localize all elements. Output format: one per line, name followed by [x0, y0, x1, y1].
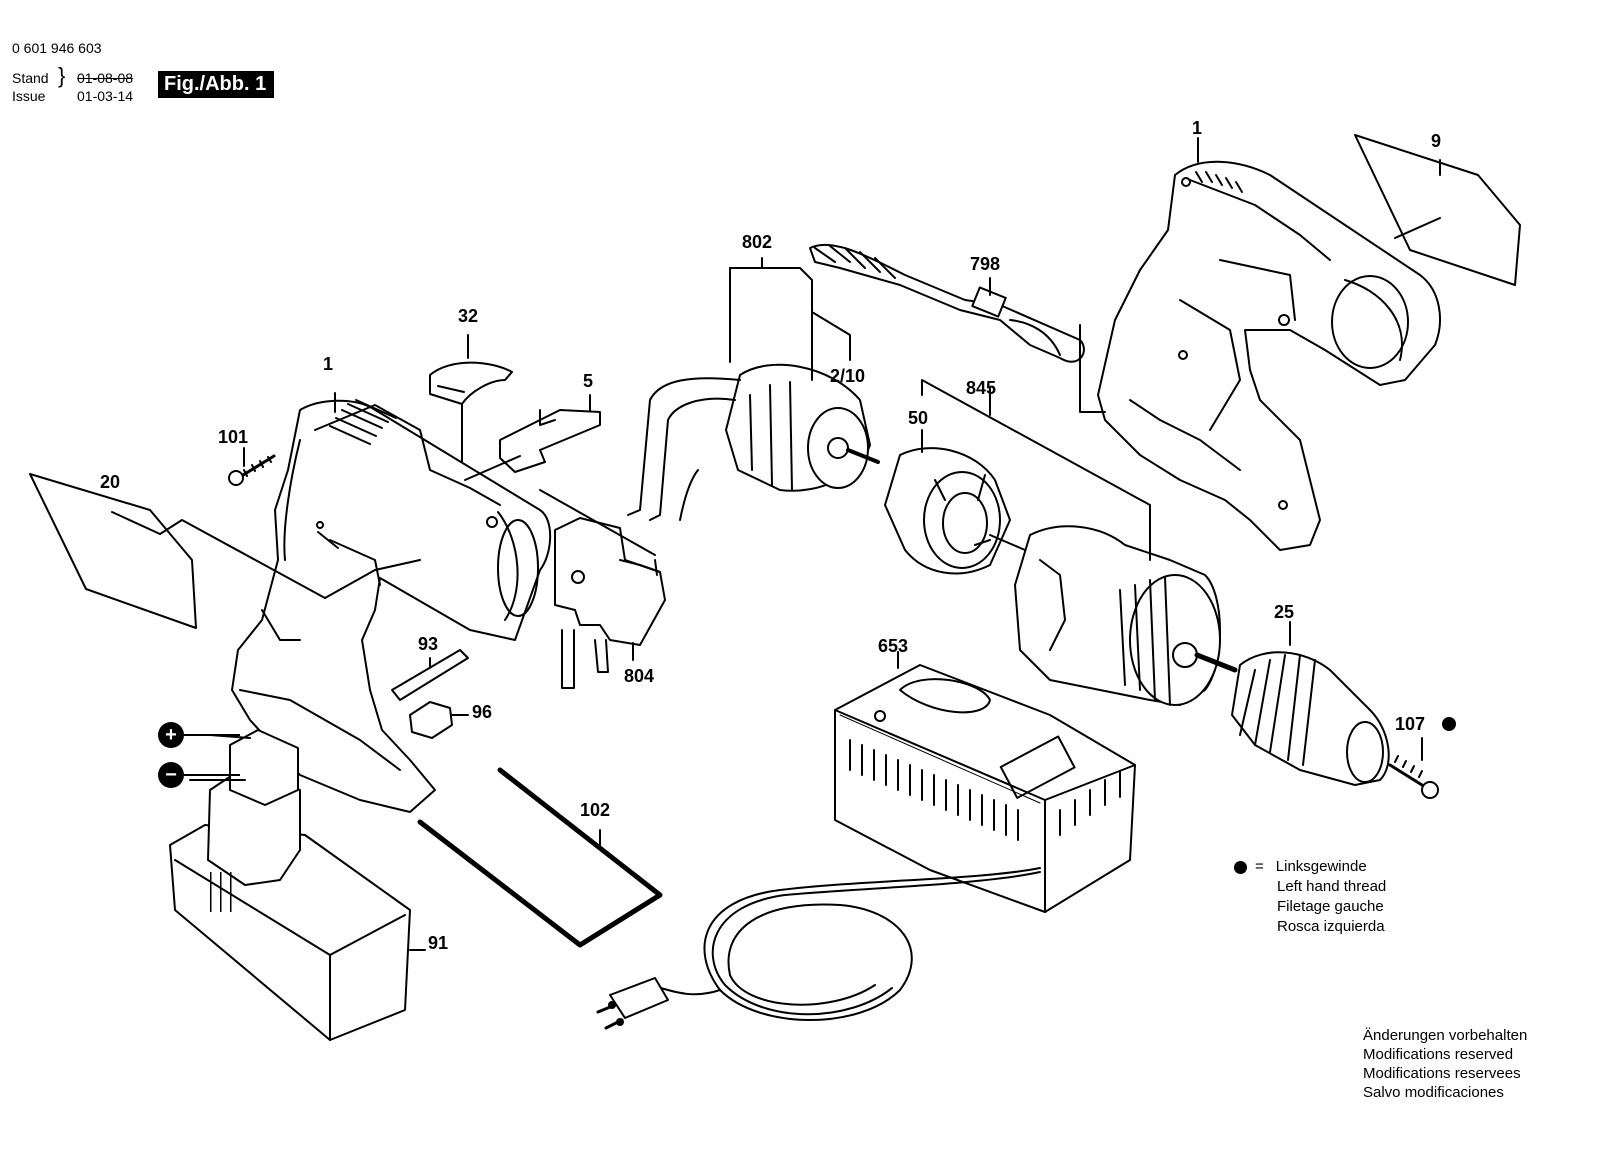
- callout-1-left: 1: [323, 354, 334, 374]
- callout-20: 20: [100, 472, 121, 492]
- button-32: [429, 334, 513, 463]
- issue-date: 01-03-14: [77, 88, 134, 104]
- legend-line-fr: Filetage gauche: [1277, 898, 1384, 915]
- legend: = Linksgewinde Left hand thread Filetage…: [1234, 857, 1386, 937]
- gearbox-845: [921, 379, 1238, 706]
- callout-93: 93: [418, 634, 439, 654]
- footer-line-es: Salvo modificaciones: [1363, 1084, 1504, 1101]
- legend-row-1: = Linksgewinde: [1234, 857, 1386, 877]
- callout-653: 653: [878, 636, 909, 656]
- bit-93: [391, 649, 469, 701]
- power-cord: [596, 867, 1041, 1030]
- label-plate-9: [1354, 134, 1521, 286]
- callout-804: 804: [624, 666, 655, 686]
- footer-line-fr: Modifications reservees: [1363, 1065, 1521, 1082]
- switch-slider-5: [464, 394, 601, 481]
- legend-equals: =: [1255, 858, 1264, 875]
- label-plate-20: [29, 473, 197, 629]
- battery-terminal-symbols: [158, 722, 240, 788]
- ring-gear-50: [884, 429, 1026, 575]
- callout-50: 50: [908, 408, 929, 428]
- battery-minus-symbol: −: [165, 764, 177, 786]
- battery-plus-symbol: +: [165, 724, 177, 746]
- switch-804: [539, 489, 666, 689]
- housing-left: [231, 392, 552, 813]
- callout-798: 798: [970, 254, 1001, 274]
- part-number: 0 601 946 603: [12, 40, 102, 56]
- callout-107: 107: [1395, 714, 1426, 734]
- chuck-25: [1231, 621, 1390, 786]
- footer-line-en: Modifications reserved: [1363, 1046, 1514, 1063]
- callout-25: 25: [1274, 602, 1295, 622]
- callout-102: 102: [580, 800, 611, 820]
- modification-notice: Änderungen vorbehalten Modifications res…: [1363, 1026, 1527, 1102]
- callout-32: 32: [458, 306, 479, 326]
- left-hand-thread-dot-icon: [1234, 860, 1247, 874]
- screw-107: [1388, 737, 1439, 799]
- callout-2-10: 2/10: [830, 366, 866, 386]
- bit-holder-96: [409, 701, 469, 739]
- belt-798: [809, 243, 1085, 363]
- callout-5: 5: [583, 371, 594, 391]
- callout-96: 96: [472, 702, 493, 722]
- battery-91: [169, 729, 426, 1041]
- legend-line-de: Linksgewinde: [1275, 858, 1367, 875]
- motor-802: [627, 257, 880, 521]
- callout-1-right: 1: [1192, 118, 1203, 138]
- charger-653: [834, 651, 1136, 913]
- brace: }: [58, 63, 66, 88]
- callout-845: 845: [966, 378, 997, 398]
- footer-line-de: Änderungen vorbehalten: [1363, 1027, 1528, 1044]
- screw-101: [228, 447, 276, 486]
- left-hand-thread-marker: [1442, 717, 1456, 731]
- stand-label: Stand: [12, 70, 49, 86]
- figure-label: Fig./Abb. 1: [158, 71, 275, 98]
- stand-date: 01-08-08: [77, 70, 134, 86]
- callout-91: 91: [428, 933, 449, 953]
- legend-line-es: Rosca izquierda: [1277, 918, 1385, 935]
- callout-9: 9: [1431, 131, 1442, 151]
- callout-101: 101: [218, 427, 249, 447]
- issue-label: Issue: [12, 88, 46, 104]
- belt-clip-102: [417, 767, 663, 948]
- housing-right: [1079, 137, 1441, 551]
- legend-line-en: Left hand thread: [1277, 878, 1387, 895]
- callout-802: 802: [742, 232, 773, 252]
